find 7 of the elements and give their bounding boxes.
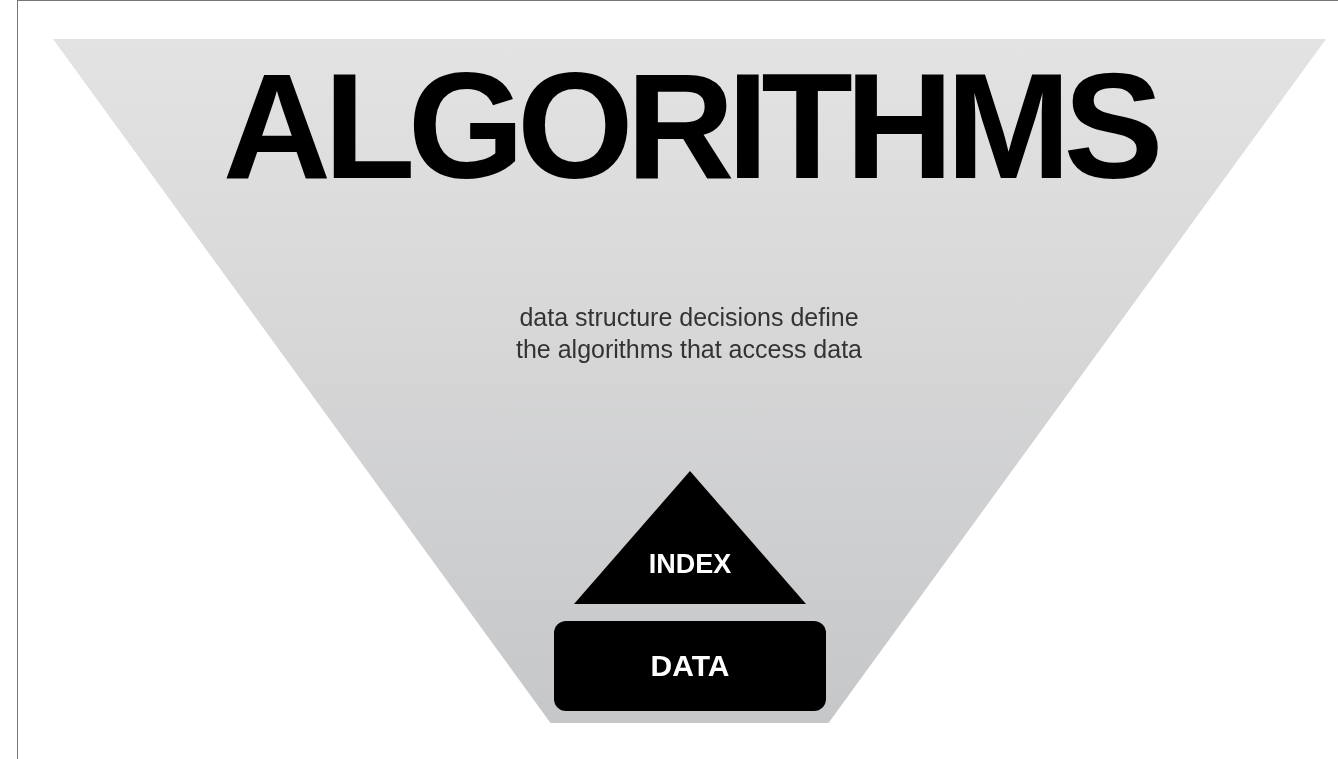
index-triangle	[574, 471, 806, 604]
node-label: DATA	[650, 648, 730, 684]
node-label: INDEX	[647, 548, 733, 580]
funnel-shape	[53, 39, 1326, 723]
subtitle: data structure decisions define the algorithms that access data	[515, 302, 863, 365]
title: ALGORITHMS	[221, 51, 1158, 201]
data-box	[554, 621, 826, 711]
